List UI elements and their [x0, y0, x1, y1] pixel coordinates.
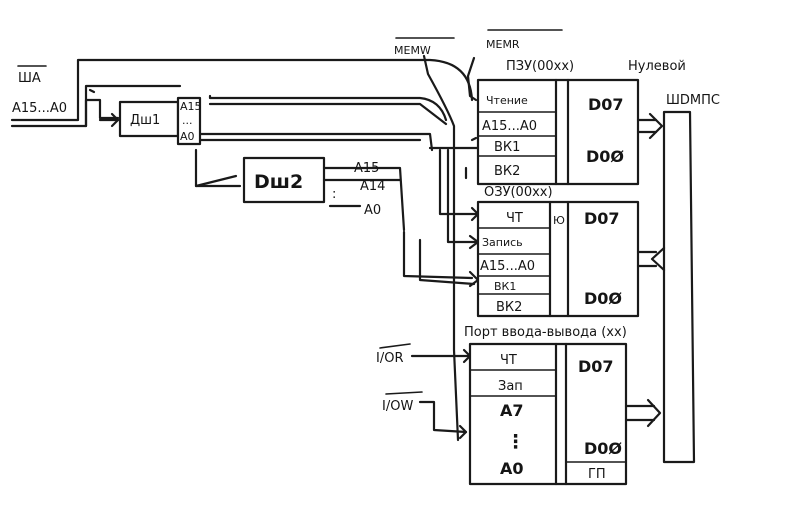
io-data-hi: D07 [578, 357, 614, 376]
decoder-2-out-a15: A15 [354, 161, 379, 176]
decoder-2-out-a0: A0 [364, 203, 381, 218]
ior-label: I/OR [376, 351, 403, 366]
io-pin-dots: ⋮ [506, 431, 525, 453]
decoder-2-label: Dш2 [254, 171, 303, 193]
address-bus-wires [10, 58, 474, 188]
ram-title: ОЗУ(00xx) [484, 185, 553, 200]
addr-in-label: A15...A0 [12, 101, 67, 116]
rom-title: ПЗУ(00xx) [506, 59, 574, 74]
ram-pin-ce2: ВК2 [496, 300, 522, 315]
rom-note: Нулевой [628, 59, 686, 74]
sha-label: ШA [18, 71, 41, 86]
decoder-2-dots: : [332, 187, 336, 202]
iow-label: I/OW [382, 399, 413, 414]
decoder-1-out-a15: A15 [180, 100, 202, 113]
data-bus-label: ШDМПС [666, 93, 720, 108]
ram-pin-rd: ЧТ [506, 211, 523, 226]
ram-mark: Ю [553, 214, 565, 227]
ram-pin-ce1: ВК1 [494, 280, 516, 293]
rom-pin-addr: A15...A0 [482, 119, 537, 134]
io-pin-a7: A7 [500, 401, 524, 420]
memw-label: MEMW [394, 44, 431, 57]
decoder-2: Dш2 A15 A14 : A0 [242, 156, 406, 232]
io-pin-wr: Зап [498, 379, 523, 394]
ram-pin-addr: A15...A0 [480, 259, 535, 274]
data-bus: ШDМПС [662, 93, 720, 464]
io-port-chip: Порт ввода-вывода (xx) ЧТ Зап A7 ⋮ A0 D0… [464, 325, 662, 486]
io-pin-rd: ЧТ [500, 353, 517, 368]
decoder-1-out-a0: A0 [180, 130, 195, 143]
io-pin-a0: A0 [500, 459, 524, 478]
rom-pin-ce2: ВК2 [494, 164, 520, 179]
decoder-2-out-a14: A14 [360, 179, 385, 194]
ram-pin-wr: Запись [482, 236, 523, 249]
control-labels: MEMW MEMR I/OR I/OW [376, 29, 563, 442]
decoder-1-out-dots: ... [182, 114, 193, 127]
ram-data-lo: D0Ø [584, 289, 622, 308]
io-bottom-label: ГП [588, 467, 606, 482]
rom-data-lo: D0Ø [586, 147, 624, 166]
decoder-1-label: Дш1 [130, 113, 160, 128]
decoder-1: Дш1 A15 ... A0 [98, 96, 202, 146]
rom-chip: ПЗУ(00xx) Нулевой Чтение A15...A0 ВК1 ВК… [476, 59, 686, 186]
rom-pin-ce1: ВК1 [494, 140, 520, 155]
io-title: Порт ввода-вывода (xx) [464, 325, 627, 340]
address-bus-label: ШA A15...A0 [12, 65, 67, 116]
rom-data-hi: D07 [588, 95, 624, 114]
io-data-lo: D0Ø [584, 439, 622, 458]
memr-label: MEMR [486, 38, 520, 51]
ram-data-hi: D07 [584, 209, 620, 228]
memory-wiring [402, 136, 480, 288]
rom-pin-read: Чтение [486, 94, 528, 107]
ram-chip: ОЗУ(00xx) ЧТ Запись A15...A0 ВК1 ВК2 Ю D… [476, 185, 666, 318]
